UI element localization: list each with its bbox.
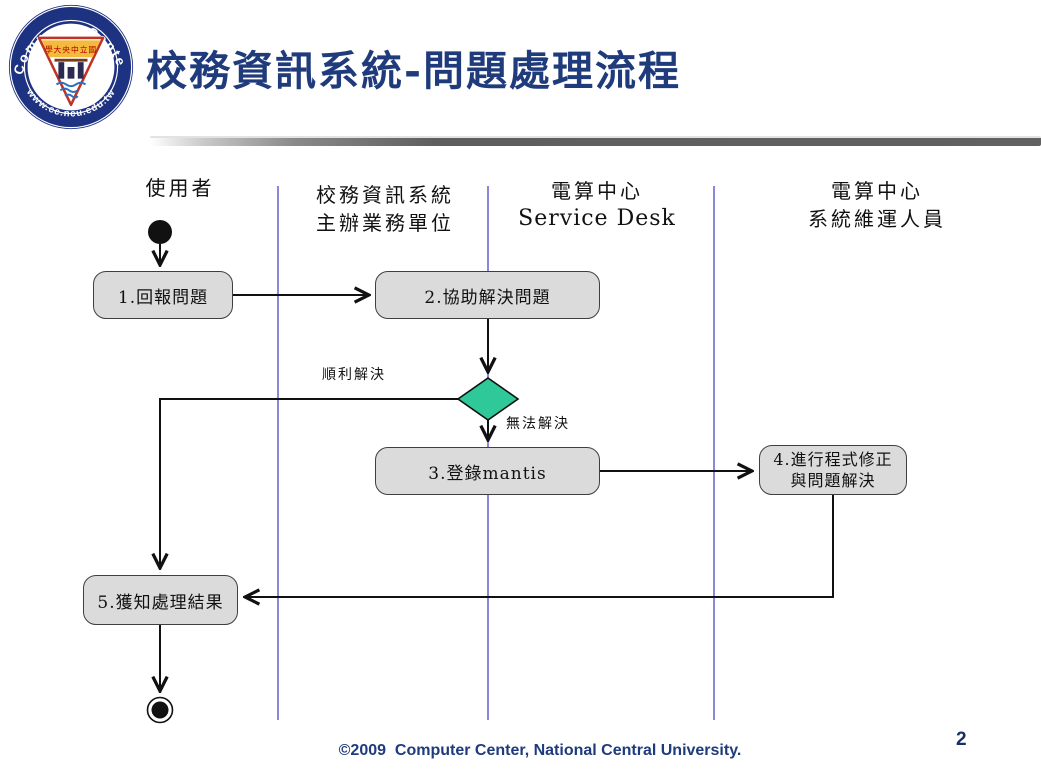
lane-header-system-ops: 電算中心 系統維運人員 — [778, 177, 976, 233]
node-step3-log-mantis: 3.登錄mantis — [375, 447, 600, 495]
logo-inner-pinstripe — [23, 19, 119, 115]
end-state-ring — [146, 696, 174, 724]
logo-yellow-band — [41, 40, 101, 58]
lane-header-user: 使用者 — [118, 174, 242, 202]
decision-diamond — [456, 377, 520, 421]
page-title: 校務資訊系統-問題處理流程 — [146, 47, 682, 95]
lane-header-service-desk-line2: Service Desk — [518, 206, 676, 231]
node-step4-fix-program: 4.進行程式修正 與問題解決 — [759, 445, 907, 495]
node-step2-assist-resolve: 2.協助解決問題 — [375, 271, 600, 319]
node-step4-line2: 與問題解決 — [790, 471, 876, 490]
lane-header-business-unit: 校務資訊系統 主辦業務單位 — [293, 181, 477, 237]
lane-header-service-desk-line1: 電算中心 — [551, 179, 643, 203]
edge-label-unresolved: 無法解決 — [506, 416, 570, 432]
ncu-computer-center-logo: Computer Center www.cc.ncu.edu.tw 學大央中立國 — [6, 2, 134, 130]
lane-header-business-unit-line2: 主辦業務單位 — [316, 211, 454, 235]
logo-gate-center — [67, 67, 75, 79]
lane-header-business-unit-line1: 校務資訊系統 — [316, 183, 454, 207]
start-state-node — [148, 220, 172, 244]
logo-gate-pillar-right — [77, 62, 84, 79]
page-number: 2 — [956, 729, 967, 750]
title-divider-bar — [150, 136, 1041, 146]
lane-header-system-ops-line1: 電算中心 — [831, 179, 923, 203]
logo-gate-pillar-left — [58, 62, 65, 79]
lane-header-user-line1: 使用者 — [145, 176, 215, 200]
logo-wave-3 — [64, 93, 79, 99]
logo-outer-pinstripe — [9, 5, 133, 129]
node-step4-line1: 4.進行程式修正 — [773, 450, 893, 469]
lane-header-system-ops-line2: 系統維運人員 — [808, 207, 946, 231]
edge-label-resolved: 順利解決 — [322, 367, 386, 383]
logo-emblem-text: 學大央中立國 — [45, 44, 97, 54]
lane-header-service-desk: 電算中心 Service Desk — [503, 177, 691, 233]
end-state-node — [151, 701, 169, 719]
edge-decision-to-step5-resolved — [160, 398, 458, 568]
logo-wave-1 — [55, 81, 87, 88]
node-step5-receive-result: 5.獲知處理結果 — [83, 575, 238, 625]
node-step1-report-problem: 1.回報問題 — [93, 271, 233, 319]
footer-copyright: ©2009 Computer Center, National Central … — [338, 742, 742, 759]
logo-wave-2 — [59, 87, 79, 93]
edge-step4-to-step5 — [245, 495, 834, 597]
